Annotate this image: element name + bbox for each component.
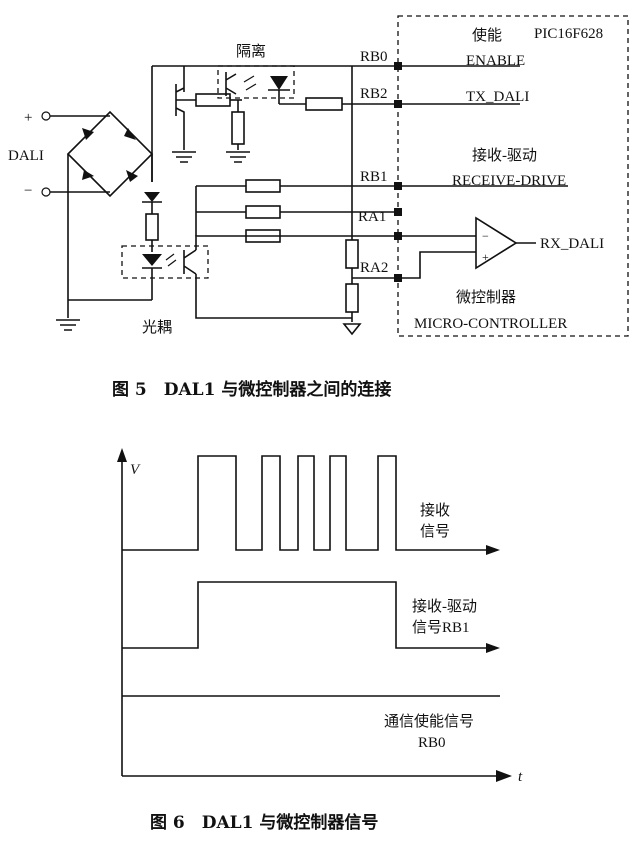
receive-signal-wave bbox=[122, 455, 490, 551]
enable-signal-label-1: 通信使能信号 bbox=[384, 713, 474, 730]
pin-rb2-dot bbox=[394, 100, 402, 108]
pin-ra1-label: RA1 bbox=[358, 209, 386, 225]
figure5-caption: 图 5 DAL1 与微控制器之间的连接 bbox=[112, 379, 391, 400]
pin-ra2-label: RA2 bbox=[360, 260, 388, 276]
v-axis-arrow bbox=[117, 448, 127, 462]
isolation-label: 隔离 bbox=[236, 43, 266, 60]
comparator-opamp bbox=[475, 216, 518, 270]
pin-rb0-label: RB0 bbox=[360, 49, 388, 65]
receive-drive-label: RECEIVE-DRIVE bbox=[452, 173, 566, 189]
pin-rb0-dot bbox=[394, 62, 402, 70]
dali-minus-terminal bbox=[41, 187, 51, 197]
optocoupler-label: 光耦 bbox=[142, 319, 172, 336]
dali-plus-terminal bbox=[41, 111, 51, 121]
enable-cn-label: 使能 bbox=[472, 27, 502, 44]
figure6-caption: 图 6 DAL1 与微控制器信号 bbox=[150, 812, 378, 833]
isolation-section: 隔离 bbox=[172, 43, 398, 163]
receive-drive-label-2: 信号RB1 bbox=[412, 619, 470, 636]
receive-signal-label-1: 接收 bbox=[420, 502, 450, 519]
chip-label: PIC16F628 bbox=[534, 26, 603, 42]
pin-ra1-dot bbox=[394, 208, 402, 216]
mcu-cn-label: 微控制器 bbox=[456, 289, 516, 306]
dali-label: DALI bbox=[8, 148, 44, 164]
receive-cn-label: 接收-驱动 bbox=[472, 147, 537, 164]
tx-label: TX_DALI bbox=[466, 89, 529, 105]
pin-rb2-label: RB2 bbox=[360, 86, 388, 102]
circuit-diagram: + − DALI 光耦 bbox=[8, 15, 629, 337]
ground-symbol-right bbox=[342, 323, 362, 336]
microcontroller-box bbox=[397, 15, 629, 337]
bridge-rectifier bbox=[50, 110, 154, 300]
zener-diode bbox=[144, 192, 160, 202]
optocoupler-box bbox=[121, 245, 209, 279]
minus-sign: − bbox=[24, 183, 32, 199]
ground-symbol-left bbox=[56, 319, 80, 331]
enable-label: ENABLE bbox=[466, 53, 525, 69]
mcu-label: MICRO-CONTROLLER bbox=[414, 316, 567, 332]
series-resistor bbox=[145, 213, 159, 241]
opamp-minus: − bbox=[482, 229, 489, 243]
receive-signal-label-2: 信号 bbox=[420, 523, 450, 540]
plus-sign: + bbox=[24, 110, 32, 126]
v-axis-label: V bbox=[130, 462, 141, 478]
pin-rb1-label: RB1 bbox=[360, 169, 388, 185]
opamp-plus: + bbox=[482, 250, 489, 264]
pin-ra1b-dot bbox=[394, 232, 402, 240]
pin-rb1-dot bbox=[394, 182, 402, 190]
t-axis-arrow bbox=[496, 770, 512, 782]
pin-ra2-dot bbox=[394, 274, 402, 282]
timing-diagram: V t 接收 信号 接收-驱动 信号RB1 通信使能信号 RB0 bbox=[117, 448, 523, 785]
rx-label: RX_DALI bbox=[540, 236, 604, 252]
receive-drive-wave bbox=[122, 581, 490, 649]
t-axis-label: t bbox=[518, 769, 523, 785]
enable-signal-label-2: RB0 bbox=[418, 735, 446, 751]
receive-drive-label-1: 接收-驱动 bbox=[412, 598, 477, 615]
